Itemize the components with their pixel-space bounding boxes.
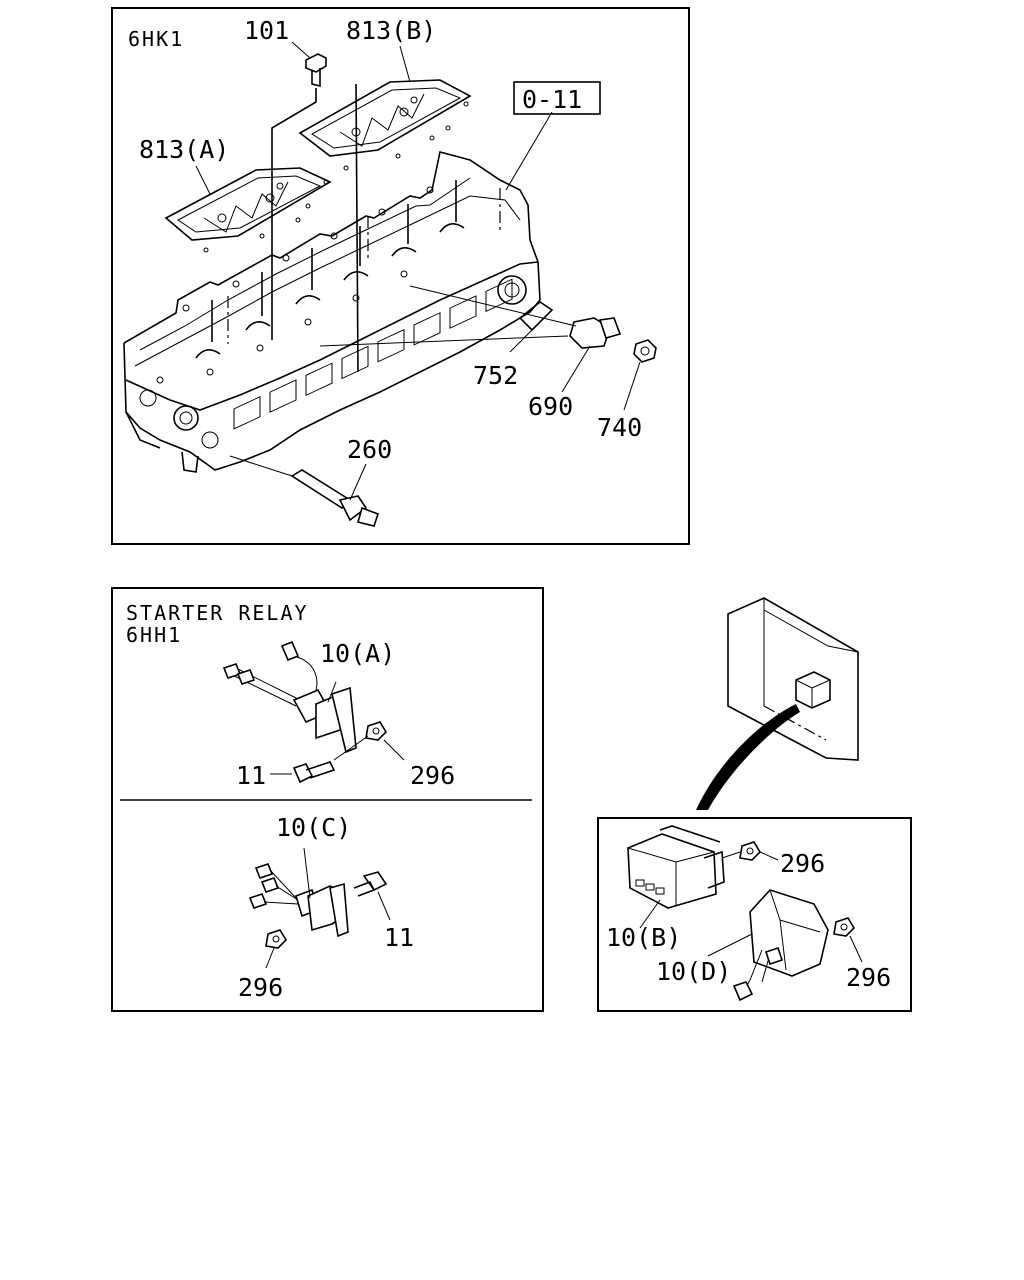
callout-101: 101	[244, 16, 289, 45]
model-label-6hh1: 6HH1	[126, 623, 182, 647]
callout-10c: 10(C)	[276, 813, 351, 842]
relay-10a	[222, 640, 357, 754]
cylinder-head-illustration	[123, 151, 541, 473]
callout-10d: 10(D)	[656, 957, 731, 986]
callout-296-b: 296	[780, 849, 825, 878]
callout-296-a: 296	[410, 761, 455, 790]
panel-frame	[111, 587, 544, 1012]
bolt-101	[305, 53, 327, 88]
callout-752: 752	[473, 361, 518, 390]
panel-starter-relay: STARTER RELAY 6HH1 10(A) 11 296	[111, 587, 544, 1012]
nut-296-c	[265, 929, 288, 949]
gasket-752	[518, 301, 554, 332]
nut-296-d	[833, 917, 856, 937]
callout-10a: 10(A)	[320, 639, 395, 668]
relay-10d	[732, 889, 829, 1002]
callout-260: 260	[347, 435, 392, 464]
callout-740: 740	[597, 413, 642, 442]
relay-10c	[248, 847, 349, 938]
callout-813a: 813(A)	[139, 135, 229, 164]
nut-296-a	[365, 721, 388, 741]
callout-690: 690	[528, 392, 573, 421]
panel-frame	[597, 817, 912, 1012]
starter-relay-title: STARTER RELAY	[126, 601, 309, 625]
callout-296-d: 296	[846, 963, 891, 992]
location-indicator	[696, 597, 859, 810]
gasket-813-b	[298, 79, 472, 157]
relay-10b	[627, 825, 725, 909]
bolt-11-a	[292, 761, 336, 784]
sensor-260	[229, 455, 380, 527]
panel-relays: 296 10(B) 10(D) 296	[597, 817, 912, 1012]
callout-813b: 813(B)	[346, 16, 436, 45]
gasket-wire-ends	[203, 101, 469, 253]
ref-box	[513, 81, 601, 115]
nut-740	[633, 339, 657, 363]
callout-10b: 10(B)	[606, 923, 681, 952]
callout-11-a: 11	[236, 761, 266, 790]
nut-296-b	[739, 841, 762, 861]
ref-box-label: 0-11	[522, 85, 582, 114]
fitting-690	[569, 317, 622, 349]
callout-11-c: 11	[384, 923, 414, 952]
gasket-813-a	[164, 167, 332, 241]
panel-frame	[111, 7, 690, 545]
callout-296-c: 296	[238, 973, 283, 1002]
bolt-11-c	[353, 871, 388, 897]
panel-cylinder-head: 6HK1 101 813(B) 813(A) 0-11 752 690 740 …	[111, 7, 690, 545]
model-label-6hk1: 6HK1	[128, 27, 184, 51]
